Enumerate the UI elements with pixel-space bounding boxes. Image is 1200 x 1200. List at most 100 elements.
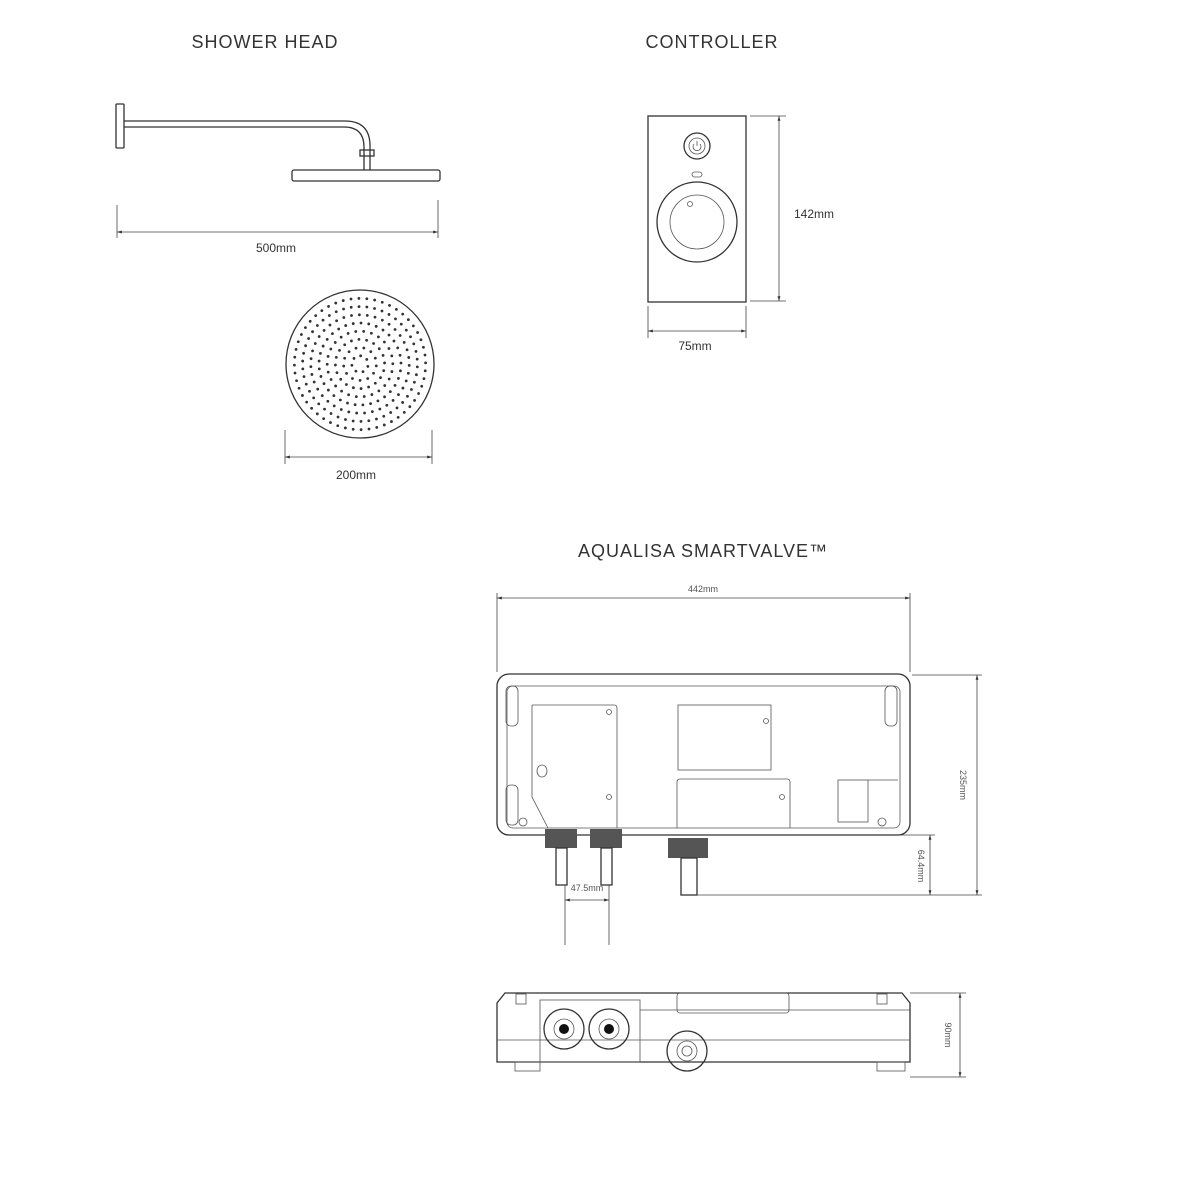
nozzle-dot bbox=[343, 426, 347, 430]
nozzle-dot bbox=[401, 312, 405, 316]
nozzle-dot bbox=[380, 318, 384, 322]
nozzle-dot bbox=[385, 403, 389, 407]
nozzle-dot bbox=[374, 324, 378, 328]
nozzle-dot bbox=[337, 327, 341, 331]
nozzle-dot bbox=[402, 340, 406, 344]
nozzle-dot bbox=[392, 339, 396, 343]
nozzle-dot bbox=[377, 335, 380, 339]
nozzle-dot bbox=[396, 346, 400, 350]
nozzle-dot bbox=[377, 347, 381, 351]
nozzle-dot bbox=[394, 308, 398, 311]
dimension-depth bbox=[910, 992, 966, 1078]
nozzle-dot bbox=[322, 382, 326, 386]
nozzle-dot bbox=[406, 318, 410, 322]
nozzle-dot bbox=[310, 373, 314, 376]
controller-front-view bbox=[647, 115, 747, 303]
nozzle-dot bbox=[339, 377, 343, 381]
nozzle-dot bbox=[334, 363, 337, 367]
nozzle-dot bbox=[347, 350, 351, 354]
nozzle-dot bbox=[405, 348, 409, 352]
nozzle-dot bbox=[381, 354, 385, 357]
nozzle-dot bbox=[409, 335, 412, 339]
nozzle-dot bbox=[408, 405, 412, 409]
nozzle-dot bbox=[309, 365, 313, 368]
nozzle-dot bbox=[361, 403, 365, 407]
nozzle-dot bbox=[336, 424, 340, 428]
nozzle-dot bbox=[370, 393, 374, 396]
nozzle-dot bbox=[394, 317, 397, 321]
nozzle-dot bbox=[332, 404, 336, 408]
shower-head-top-view bbox=[285, 289, 435, 439]
nozzle-dot bbox=[399, 361, 403, 365]
nozzle-dot bbox=[357, 338, 361, 341]
nozzle-dot bbox=[302, 375, 306, 379]
nozzle-dot bbox=[369, 350, 373, 354]
nozzle-dot bbox=[363, 411, 366, 415]
nozzle-dot bbox=[389, 411, 393, 414]
nozzle-dot bbox=[365, 338, 369, 342]
nozzle-dot bbox=[351, 427, 355, 431]
nozzle-dot bbox=[316, 387, 320, 391]
nozzle-dot bbox=[376, 399, 380, 403]
nozzle-dot bbox=[367, 419, 371, 423]
nozzle-dot bbox=[361, 370, 365, 374]
nozzle-dot bbox=[407, 356, 411, 359]
nozzle-dot bbox=[365, 313, 369, 317]
nozzle-dot bbox=[339, 335, 343, 339]
nozzle-dot bbox=[339, 408, 343, 411]
nozzle-dot bbox=[329, 378, 333, 381]
nozzle-dot bbox=[390, 370, 394, 373]
nozzle-dot bbox=[326, 399, 330, 403]
dimension-arm-length bbox=[116, 200, 439, 238]
nozzle-dot bbox=[329, 412, 333, 415]
nozzle-dot bbox=[422, 377, 426, 381]
nozzle-dot bbox=[350, 339, 353, 343]
nozzle-dot bbox=[362, 330, 366, 333]
nozzle-dot bbox=[335, 319, 338, 323]
nozzle-dot bbox=[351, 377, 354, 380]
nozzle-dot bbox=[349, 305, 353, 309]
nozzle-dot bbox=[308, 319, 312, 323]
nozzle-dot bbox=[387, 377, 391, 381]
controller-height-label: 142mm bbox=[793, 207, 835, 221]
nozzle-dot bbox=[404, 328, 408, 332]
nozzle-dot bbox=[326, 355, 330, 358]
nozzle-dot bbox=[414, 373, 418, 377]
controller-title: CONTROLLER bbox=[645, 32, 779, 52]
nozzle-dot bbox=[375, 417, 378, 421]
nozzle-dot bbox=[350, 363, 354, 367]
nozzle-dot bbox=[342, 316, 346, 319]
nozzle-dot bbox=[300, 333, 303, 336]
nozzle-dot bbox=[383, 384, 387, 387]
depth-label: 90mm bbox=[943, 1022, 953, 1048]
smartvalve-front-view bbox=[496, 673, 911, 896]
nozzle-dot bbox=[325, 362, 329, 366]
nozzle-dot bbox=[391, 399, 395, 402]
shower-arm-side-view bbox=[115, 103, 441, 182]
nozzle-dot bbox=[307, 337, 310, 340]
nozzle-dot bbox=[367, 322, 371, 326]
nozzle-dot bbox=[319, 351, 322, 355]
nozzle-dot bbox=[357, 297, 361, 300]
nozzle-dot bbox=[415, 357, 419, 361]
nozzle-dot bbox=[346, 401, 349, 405]
nozzle-dot bbox=[344, 418, 347, 421]
nozzle-dot bbox=[338, 398, 342, 402]
nozzle-dot bbox=[347, 410, 351, 414]
nozzle-dot bbox=[329, 421, 332, 424]
nozzle-dot bbox=[362, 395, 366, 398]
nozzle-dot bbox=[359, 321, 363, 325]
nozzle-dot bbox=[327, 314, 331, 317]
nozzle-dot bbox=[397, 393, 400, 397]
nozzle-dot bbox=[411, 324, 415, 328]
nozzle-dot bbox=[410, 388, 413, 391]
nozzle-dot bbox=[309, 357, 313, 361]
nozzle-dot bbox=[354, 330, 358, 333]
nozzle-dot bbox=[317, 367, 321, 371]
nozzle-dot bbox=[362, 346, 366, 350]
nozzle-dot bbox=[334, 384, 338, 388]
nozzle-dot bbox=[342, 364, 346, 368]
nozzle-dot bbox=[388, 304, 391, 307]
nozzle-dot bbox=[350, 314, 353, 317]
